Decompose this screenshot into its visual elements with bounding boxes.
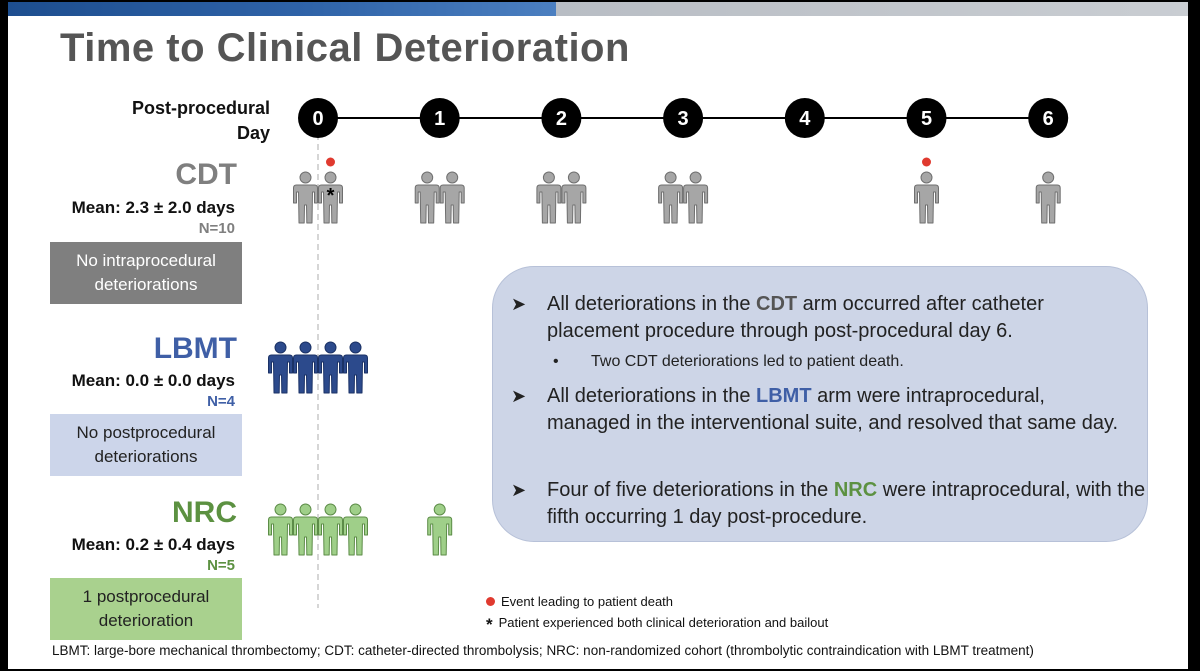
person-icon bbox=[293, 503, 318, 556]
day-node-5: 5 bbox=[906, 98, 947, 138]
day-node-2: 2 bbox=[541, 98, 582, 138]
arm-n-cdt: N=10 bbox=[198, 220, 235, 237]
red-dot-icon bbox=[486, 597, 495, 606]
arm-note-lbmt: No postprocedural deteriorations bbox=[50, 414, 242, 476]
person-icon bbox=[268, 341, 293, 394]
arrow-bullet-icon: ➤ bbox=[511, 294, 527, 314]
footnote-abbreviations: LBMT: large-bore mechanical thrombectomy… bbox=[52, 643, 1034, 658]
person-icon bbox=[293, 341, 318, 394]
summary-bullet-lbmt: ➤ All deteriorations in the LBMT arm wer… bbox=[511, 385, 1119, 434]
cdt-day-0-deteriorations: * bbox=[293, 157, 343, 224]
legend-death: Event leading to patient death bbox=[486, 594, 673, 609]
day-node-0: 0 bbox=[298, 98, 338, 138]
svg-text:3: 3 bbox=[678, 108, 689, 130]
svg-text:6: 6 bbox=[1043, 108, 1054, 130]
day-node-1: 1 bbox=[419, 98, 460, 138]
day-axis-label: Post-procedural Day bbox=[131, 98, 270, 143]
arm-n-lbmt: N=4 bbox=[207, 393, 235, 410]
arm-mean-nrc: Mean: 0.2 ± 0.4 days bbox=[71, 535, 235, 554]
person-icon bbox=[536, 171, 562, 224]
top-accent-bar bbox=[8, 2, 1188, 16]
arm-n-nrc: N=5 bbox=[207, 557, 235, 574]
person-icon bbox=[318, 503, 343, 556]
death-marker bbox=[326, 157, 335, 167]
person-icon bbox=[293, 171, 318, 224]
arm-name-lbmt: LBMT bbox=[153, 332, 237, 365]
bailout-marker: * bbox=[327, 185, 335, 207]
death-marker bbox=[922, 157, 931, 167]
svg-text:5: 5 bbox=[921, 108, 932, 130]
svg-text:2: 2 bbox=[556, 108, 567, 130]
person-icon bbox=[414, 171, 440, 224]
person-icon bbox=[658, 171, 684, 224]
svg-text:0: 0 bbox=[312, 108, 323, 130]
arm-name-nrc: NRC bbox=[172, 496, 237, 529]
person-icon bbox=[318, 341, 343, 394]
summary-box: ➤ All deteriorations in the CDT arm occu… bbox=[492, 266, 1148, 542]
person-icon bbox=[439, 171, 465, 224]
day-node-3: 3 bbox=[663, 98, 704, 138]
arm-mean-lbmt: Mean: 0.0 ± 0.0 days bbox=[71, 371, 235, 390]
cdt-day-6-deteriorations bbox=[1035, 171, 1061, 224]
nrc-day-0-deteriorations bbox=[268, 503, 368, 556]
svg-text:4: 4 bbox=[799, 108, 811, 130]
summary-bullet-nrc: ➤ Four of five deteriorations in the NRC… bbox=[511, 479, 1146, 528]
person-icon bbox=[427, 503, 453, 556]
slide: Time to Clinical Deterioration Post-proc… bbox=[8, 2, 1188, 669]
person-icon bbox=[268, 503, 293, 556]
summary-sub-bullet: • Two CDT deteriorations led to patient … bbox=[553, 353, 904, 370]
person-icon bbox=[561, 171, 587, 224]
lbmt-day-0-deteriorations bbox=[268, 341, 368, 394]
slide-title: Time to Clinical Deterioration bbox=[60, 26, 630, 70]
keyword-cdt: CDT bbox=[756, 293, 798, 315]
cdt-day-3-deteriorations bbox=[658, 171, 709, 224]
arm-note-nrc: 1 postprocedural deterioration bbox=[50, 578, 242, 640]
person-icon bbox=[343, 341, 368, 394]
day-node-4: 4 bbox=[784, 98, 825, 138]
person-icon bbox=[1035, 171, 1061, 224]
top-accent-gray bbox=[556, 2, 1188, 16]
arm-mean-cdt: Mean: 2.3 ± 2.0 days bbox=[71, 198, 235, 217]
svg-text:1: 1 bbox=[434, 108, 445, 130]
arrow-bullet-icon: ➤ bbox=[511, 386, 527, 406]
keyword-nrc: NRC bbox=[833, 479, 878, 501]
day-node-6: 6 bbox=[1028, 98, 1069, 138]
cdt-day-1-deteriorations bbox=[414, 171, 465, 224]
person-icon bbox=[343, 503, 368, 556]
person-icon bbox=[683, 171, 709, 224]
arm-name-cdt: CDT bbox=[175, 158, 237, 191]
arm-note-cdt: No intraprocedural deteriorations bbox=[50, 242, 242, 304]
keyword-lbmt: LBMT bbox=[756, 385, 812, 407]
arrow-bullet-icon: ➤ bbox=[511, 480, 527, 500]
top-accent-blue bbox=[8, 2, 556, 16]
person-icon bbox=[318, 171, 343, 224]
dot-bullet-icon: • bbox=[553, 353, 559, 370]
cdt-day-2-deteriorations bbox=[536, 171, 587, 224]
nrc-day-1-deteriorations bbox=[427, 503, 453, 556]
person-icon bbox=[914, 171, 939, 224]
legend-bailout: *Patient experienced both clinical deter… bbox=[486, 615, 829, 634]
summary-bullet-cdt: ➤ All deteriorations in the CDT arm occu… bbox=[511, 293, 1044, 342]
cdt-day-5-deteriorations bbox=[914, 157, 939, 224]
asterisk-icon: * bbox=[486, 615, 493, 634]
